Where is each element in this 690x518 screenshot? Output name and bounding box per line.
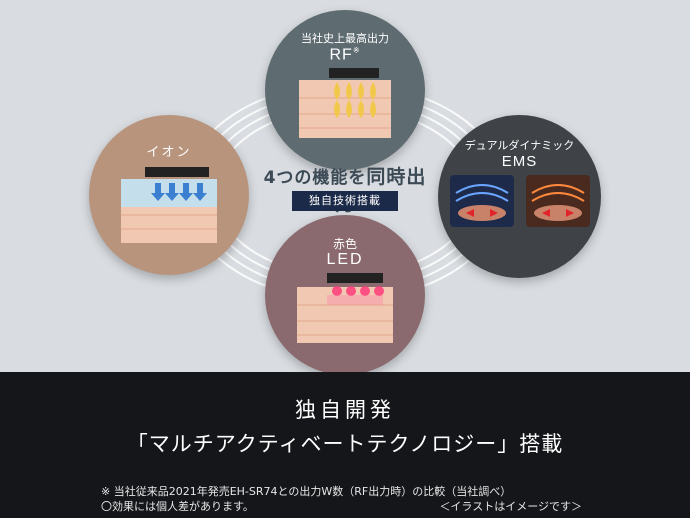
footnote-individual-difference: 〇効果には個人差があります。 [101,500,254,513]
led-name: LED [326,251,364,268]
footnote-illustration: ＜イラストはイメージです＞ [439,500,582,513]
headline-line2: 「マルチアクティベートテクノロジー」搭載 [126,432,564,456]
led-skin-illustration [297,273,393,343]
rf-label: 当社史上最高出力 [301,33,389,45]
footnote-comparison: ※ 当社従来品2021年発売EH‐SR74との出力W数（RF出力時）の比較（当社… [101,485,512,498]
led-label: 赤色 [332,237,357,251]
rf-feature-circle: 当社史上最高出力 RF※ [265,10,425,170]
device-head-icon [329,68,379,78]
rf-name: RF※ [329,46,361,64]
ion-feature-circle: イオン [89,115,249,275]
headline-line1: 独自開発 [295,398,395,422]
device-head-icon [327,273,383,283]
device-head-icon [145,167,209,177]
technology-badge: 独自技術搭載 [292,191,398,211]
ion-label: イオン [146,144,192,159]
ion-skin-illustration [121,167,217,243]
feature-diagram: 当社史上最高出力 RF※ イオン [0,0,690,372]
led-feature-circle: 赤色 LED [265,215,425,372]
headline-panel: 独自開発 「マルチアクティベートテクノロジー」搭載 ※ 当社従来品2021年発売… [0,372,690,518]
ems-feature-circle: デュアルダイナミック EMS [438,115,601,278]
ems-name: EMS [501,153,538,170]
rf-skin-illustration [299,68,391,138]
ems-muscle-illustration [450,175,590,227]
ems-label: デュアルダイナミック [464,140,575,152]
